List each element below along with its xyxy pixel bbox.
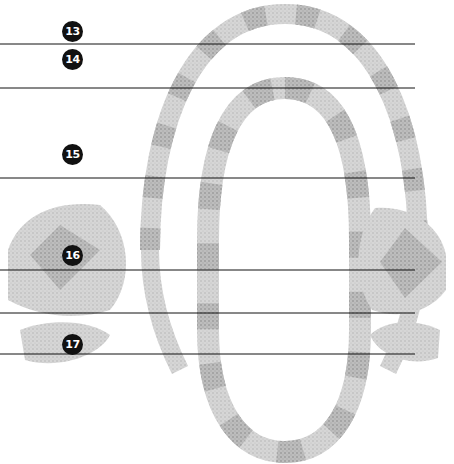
left-cup-diamond xyxy=(30,225,100,290)
callout-number: 16 xyxy=(62,245,83,266)
leader-line xyxy=(0,354,415,355)
callout-number: 17 xyxy=(62,334,83,355)
left-ear-cup xyxy=(8,204,126,316)
right-ear-pad xyxy=(370,322,440,361)
leader-line xyxy=(0,313,415,314)
leader-line xyxy=(0,44,415,45)
callout-number: 15 xyxy=(62,144,83,165)
left-arm xyxy=(150,250,180,370)
left-ear-pad xyxy=(20,322,110,363)
right-cup-diamond xyxy=(380,228,442,298)
leader-line xyxy=(0,270,415,271)
callout-number: 14 xyxy=(62,49,83,70)
leader-line xyxy=(0,88,415,89)
right-ear-cup xyxy=(358,208,446,315)
leader-lines xyxy=(0,44,415,354)
callout-number: 13 xyxy=(62,21,83,42)
leader-line xyxy=(0,178,415,179)
